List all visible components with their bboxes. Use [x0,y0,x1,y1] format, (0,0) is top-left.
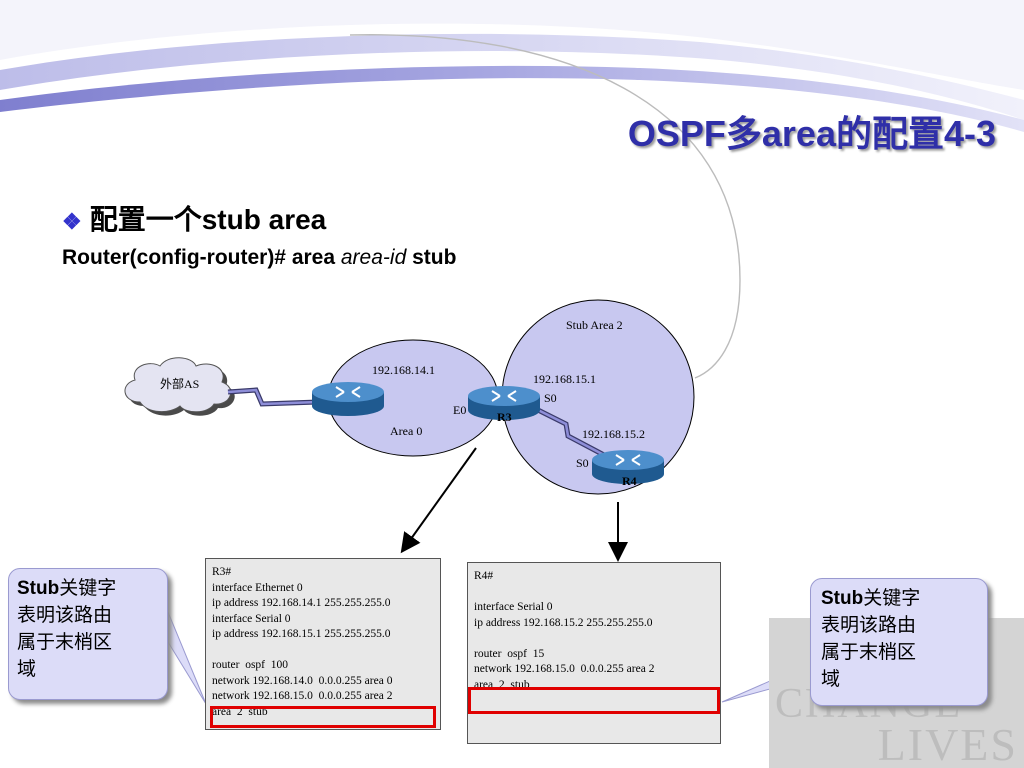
config-line: interface Serial 0 [474,601,553,613]
config-line: router ospf 15 [474,647,545,660]
config-line: interface Serial 0 [212,612,291,625]
stub-area-label: Stub Area 2 [566,318,623,332]
callout-left-pointer [167,611,207,705]
watermark-line2: LIVES [877,719,1018,768]
command-syntax: Router(config-router)# area area-id stub [62,246,456,270]
serial-link-external-inner [227,388,319,406]
config-line: ip address 192.168.14.1 255.255.255.0 [212,597,391,609]
arrow-to-r3-config [400,447,477,554]
external-as-cloud [124,357,235,416]
command-prefix: Router(config-router)# area [62,246,336,269]
config-line: router ospf 100 [212,659,289,671]
callout-left-line1-cn: 关键字 [59,577,117,599]
area-0-label: Area 0 [390,424,423,438]
config-line: interface Ethernet 0 [212,581,303,594]
router-r3-icon [468,386,540,420]
config-line: network 192.168.14.0 0.0.0.255 area 0 [212,674,393,687]
ip-14-1-label: 192.168.14.1 [372,363,435,377]
config-line: ip address 192.168.15.1 255.255.255.0 [212,628,391,640]
config-line [474,585,714,601]
config-line: ip address 192.168.15.2 255.255.255.0 [474,616,653,629]
r4-stub-highlight [468,687,720,714]
callout-right-line2: 表明该路由 [821,614,917,636]
command-suffix: stub [412,246,457,269]
callout-right-line3: 属于末梢区 [821,641,917,663]
config-line: R4# [474,570,494,582]
bullet-text: 配置一个stub area [89,204,327,235]
callout-left-line4: 域 [17,658,37,680]
callout-left-line3: 属于末梢区 [17,631,113,653]
config-line [212,643,434,659]
config-line [474,631,714,647]
callout-right-line1-cn: 关键字 [863,587,921,609]
header-swoosh [0,0,1024,379]
serial-link-r3-r4-inner [533,406,605,457]
config-line: network 192.168.15.0 0.0.0.255 area 2 [212,690,393,702]
r4-s0-label: S0 [576,456,589,470]
callout-left-text: Stub关键字 表明该路由 属于末梢区 域 [17,575,159,683]
callout-left-line1-en: Stub [17,578,60,599]
command-param: area-id [340,246,407,269]
r3-config-box: R3# interface Ethernet 0 ip address 192.… [205,558,441,730]
router-edge-icon [312,382,384,416]
config-line: network 192.168.15.0 0.0.0.255 area 2 [474,663,655,675]
ip-15-2-label: 192.168.15.2 [582,427,645,441]
r3-s0-label: S0 [544,391,557,405]
slide-title: OSPF多area的配置4-3 [627,113,996,154]
callout-right: Stub关键字 表明该路由 属于末梢区 域 [810,578,988,706]
callout-left-line2: 表明该路由 [17,604,113,626]
r3-stub-highlight [210,706,436,728]
router-r4-icon [592,450,664,484]
diamond-bullet-icon: ❖ [62,209,82,234]
bullet-heading: ❖ 配置一个stub area [62,198,326,238]
r3-label: R3 [497,410,512,424]
r3-e0-label: E0 [453,403,467,417]
callout-right-text: Stub关键字 表明该路由 属于末梢区 域 [821,585,977,693]
r4-label: R4 [622,474,637,488]
callout-right-line1-en: Stub [821,588,864,609]
callout-left: Stub关键字 表明该路由 属于末梢区 域 [8,568,168,700]
config-line: R3# [212,566,232,578]
r4-config-box: R4# interface Serial 0 ip address 192.16… [467,562,721,744]
callout-right-line4: 域 [821,668,841,690]
external-as-label: 外部AS [160,377,200,391]
ip-15-1-label: 192.168.15.1 [533,372,596,386]
